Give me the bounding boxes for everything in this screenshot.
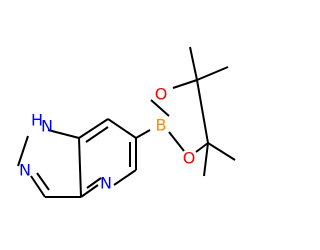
- atom-n2-label: N: [19, 161, 31, 180]
- atom-n-pyridine-label: N: [100, 174, 112, 193]
- bond-methyl-top-right: [196, 66, 229, 81]
- bond-n1-n2: [17, 135, 29, 167]
- bond-n4-c3a-inner: [86, 177, 102, 189]
- bond-b-o-top: [150, 99, 170, 117]
- bond-o-bottom-c: [195, 142, 209, 153]
- atom-oxygen-top-label: O: [155, 85, 168, 104]
- bond-methyl-top-up: [189, 46, 198, 81]
- bond-o-top-c: [172, 79, 198, 89]
- bond-b-o-bottom: [168, 131, 185, 152]
- atom-boron-label: B: [156, 116, 167, 135]
- bond-methyl-bottom-right: [207, 142, 236, 161]
- bond-c5-n4: [113, 169, 137, 186]
- bond-methyl-bottom-down: [203, 142, 209, 177]
- atom-oxygen-bottom-label: O: [183, 149, 196, 168]
- atom-n1-label: N: [41, 117, 53, 136]
- bond-c6-b: [135, 129, 151, 139]
- bond-n2-c3-inner: [36, 172, 50, 191]
- atom-h1-label: H: [31, 111, 43, 130]
- bond-c7a-c7-inner: [85, 126, 109, 143]
- bond-c-c-ring: [196, 79, 209, 144]
- bond-c7a-n1: [47, 129, 80, 139]
- bond-n4-c3a: [80, 184, 99, 198]
- bond-n2-c3: [30, 175, 46, 198]
- chemical-structure-diagram: N H N N B O O: [17, 46, 236, 198]
- bond-c7a-c7: [78, 118, 109, 139]
- bond-c3a-c7a: [78, 137, 82, 198]
- bond-c7-c6: [107, 118, 137, 139]
